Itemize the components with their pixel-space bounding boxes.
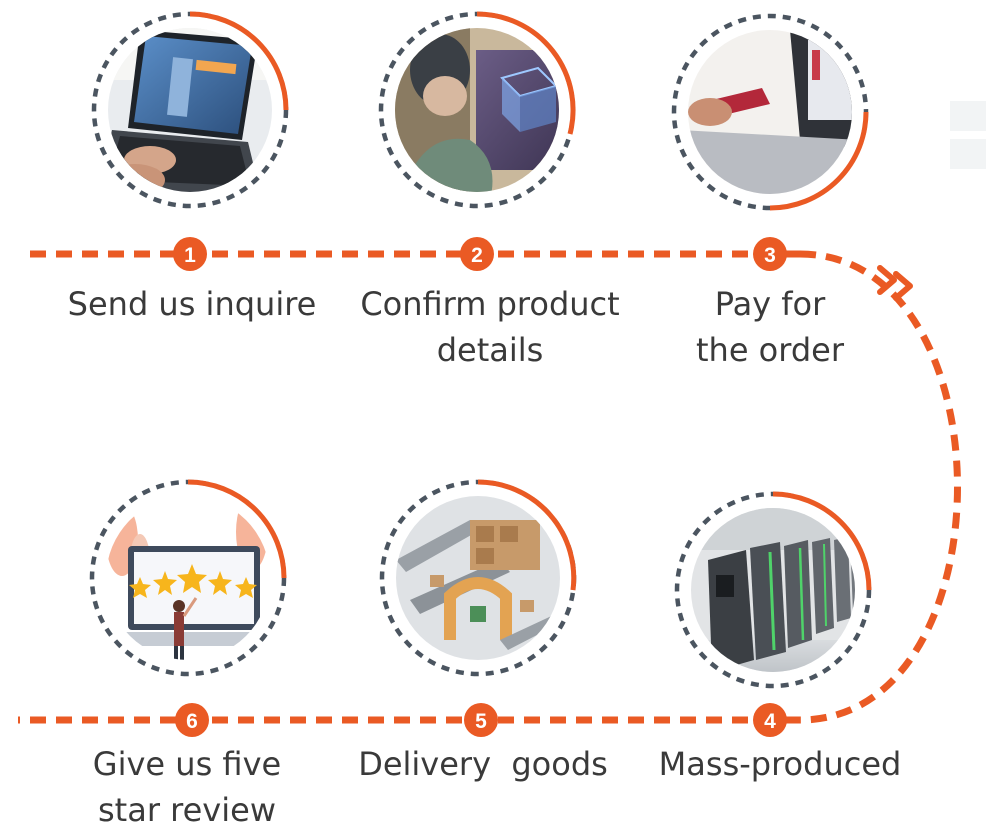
- factory-machines-photo: [688, 500, 868, 680]
- step-5-image: [382, 482, 574, 674]
- step-6-label-line-1: Give us five: [42, 741, 332, 787]
- step-5-label-line-1: Delivery goods: [338, 741, 628, 787]
- step-3-image: [674, 16, 866, 208]
- step-4-image: [677, 494, 869, 686]
- step-6-label-line-2: star review: [42, 787, 332, 833]
- step-6-image: [92, 482, 286, 674]
- step-2-label-line-1: Confirm product: [340, 281, 640, 327]
- step-1-number: 1: [184, 244, 196, 267]
- five-star-review-illustration: [100, 490, 286, 670]
- warehouse-conveyor-illustration: [390, 490, 570, 670]
- step-6-number: 6: [186, 710, 198, 733]
- step-1-label-line-1: Send us inquire: [42, 281, 342, 327]
- step-3-number: 3: [764, 244, 776, 267]
- step-1-label: Send us inquire: [42, 281, 342, 327]
- step-3-label-line-1: Pay for: [655, 281, 885, 327]
- chevron-right-icon: [896, 274, 910, 298]
- step-2-label-line-2: details: [340, 327, 640, 373]
- step-2-marker: 2: [460, 237, 494, 271]
- step-1-marker: 1: [173, 237, 207, 271]
- laptop-typing-photo: [96, 20, 280, 200]
- step-2-number: 2: [471, 244, 483, 267]
- faded-background-graphic: [944, 95, 992, 175]
- step-3-label-line-2: the order: [655, 327, 885, 373]
- step-6-label: Give us five star review: [42, 741, 332, 833]
- step-2-label: Confirm product details: [340, 281, 640, 373]
- step-5-marker: 5: [464, 703, 498, 737]
- step-1-image: [94, 14, 286, 206]
- step-4-label: Mass-produced: [640, 741, 920, 787]
- step-6-marker: 6: [175, 703, 209, 737]
- step-5-label: Delivery goods: [338, 741, 628, 787]
- step-5-number: 5: [475, 710, 487, 733]
- step-2-image: [381, 14, 576, 206]
- step-3-marker: 3: [753, 237, 787, 271]
- step-4-number: 4: [764, 710, 776, 733]
- step-3-label: Pay for the order: [655, 281, 885, 373]
- step-4-label-line-1: Mass-produced: [640, 741, 920, 787]
- credit-card-payment-photo: [680, 20, 860, 202]
- step-4-marker: 4: [753, 703, 787, 737]
